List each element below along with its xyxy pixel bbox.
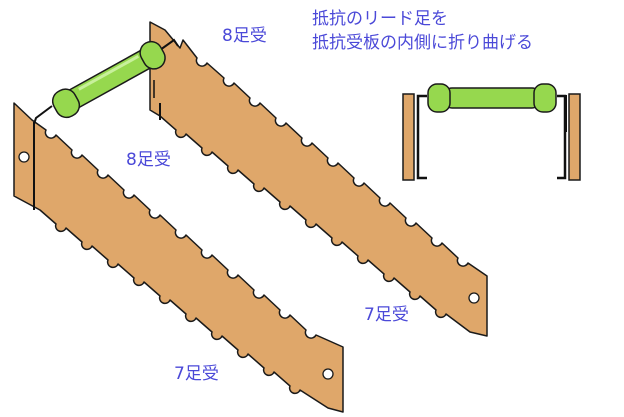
inset-board-left xyxy=(402,93,415,181)
inset-resistor-cap-right xyxy=(533,83,557,113)
front-board-hole-left xyxy=(18,151,30,163)
inset-front-view xyxy=(402,83,581,181)
resistor-cap-left xyxy=(51,88,81,119)
inset-resistor-cap-left xyxy=(427,83,451,113)
label-back-board-top: 8足受 xyxy=(222,26,267,46)
resistor-lead-right xyxy=(159,38,179,51)
label-front-board-bottom: 7足受 xyxy=(174,364,219,384)
inset-lead-left xyxy=(416,94,427,180)
inset-resistor-body xyxy=(443,87,541,109)
label-back-board-bottom: 7足受 xyxy=(364,305,409,325)
resistor-lead-left xyxy=(33,105,53,125)
front-board-body xyxy=(13,102,344,413)
back-board-body xyxy=(149,21,488,337)
instruction-caption-line2: 抵抗受板の内側に折り曲げる xyxy=(312,33,533,53)
resistor-highlight xyxy=(78,55,140,91)
resistor-3d xyxy=(33,38,179,125)
instruction-caption-line1: 抵抗のリード足を xyxy=(312,9,448,29)
label-front-board-top: 8足受 xyxy=(126,150,171,170)
inset-board-right xyxy=(568,93,581,181)
back-board-hole xyxy=(468,292,480,304)
back-resistor-board xyxy=(149,21,488,337)
inset-lead-right xyxy=(557,94,567,180)
front-resistor-board xyxy=(13,102,344,413)
resistor-cap-right xyxy=(139,40,166,70)
front-board-hole-right xyxy=(322,368,334,380)
